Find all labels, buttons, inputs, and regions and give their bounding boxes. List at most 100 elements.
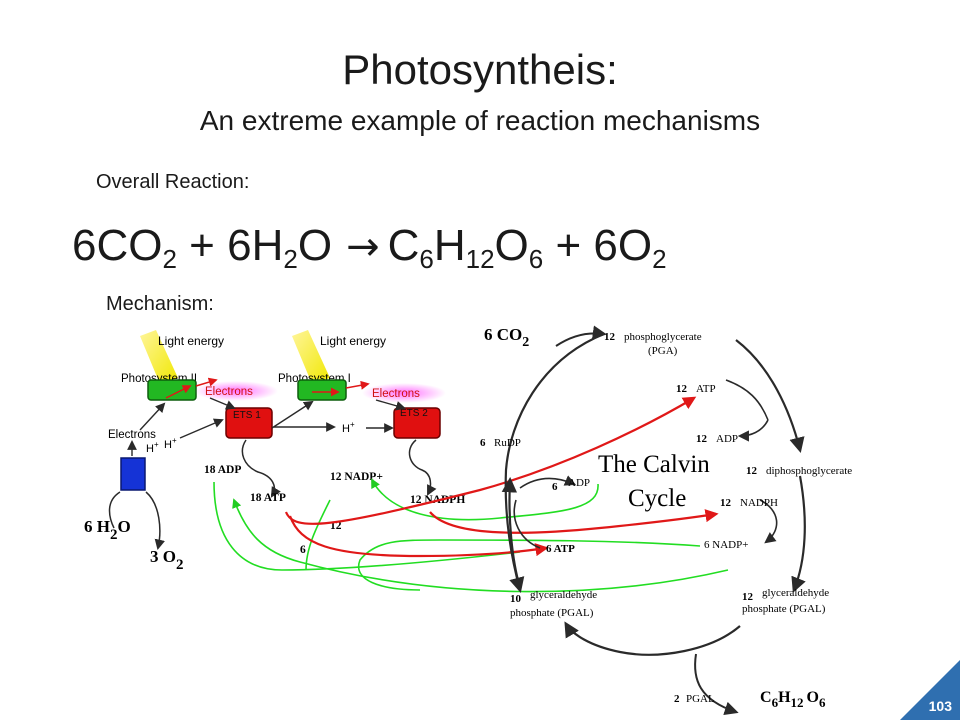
red-arrow-atp-to-rudp xyxy=(288,515,549,558)
co2-label: 6 CO2 xyxy=(484,325,529,350)
water-label: 6 H2O xyxy=(84,517,131,543)
photosystem-1-box xyxy=(297,379,347,401)
red-arrow-nadph-to-cycle xyxy=(429,509,719,534)
ets-1-box xyxy=(225,407,273,439)
page-number-badge xyxy=(900,660,960,720)
electrons-to-ets1-arrow xyxy=(209,397,236,410)
oxygen-label: 3 O2 xyxy=(150,547,183,573)
nadph-12-label: NADPH xyxy=(740,497,778,509)
plus-sign: + xyxy=(543,221,594,270)
pga-label: phosphoglycerate xyxy=(624,331,702,343)
pgal-2-label: PGAL xyxy=(686,693,715,705)
light-beam-1-icon xyxy=(140,330,178,384)
light-beam-2-icon xyxy=(292,330,330,384)
water-splitting-box xyxy=(120,457,146,491)
electron-arrow-1 xyxy=(195,377,218,387)
adp-to-atp-arrow xyxy=(241,439,281,498)
adp-12-number: 12 xyxy=(696,433,708,445)
number-6-label: 6 xyxy=(300,544,306,556)
atp-18-label: 18 ATP xyxy=(250,492,286,504)
green-arrow-adp6-return xyxy=(371,478,599,521)
green-arrow-short xyxy=(305,499,331,571)
electrons-label-2: Electrons xyxy=(372,388,420,400)
adp-6-number: 6 xyxy=(552,481,558,493)
atp-6-label: 6 ATP xyxy=(546,543,575,555)
product-glucose: C6H12O6 xyxy=(387,221,544,274)
plus-sign: + xyxy=(176,221,228,270)
number-12-label: 12 xyxy=(330,520,342,532)
pga-number: 12 xyxy=(604,331,616,343)
pgal-10-number: 10 xyxy=(510,593,522,605)
oxygen-output-curve xyxy=(145,491,165,551)
electron-arrow-2 xyxy=(345,380,370,390)
electrons-glow-2 xyxy=(362,383,446,403)
co2-to-pga-arrow xyxy=(555,325,607,347)
rudp-label: RuDP xyxy=(494,437,521,449)
pgal-10-line1: glyceraldehyde xyxy=(530,589,597,601)
ps2-inner-arrow xyxy=(165,385,192,399)
slide-title: Photosyntheis: xyxy=(342,46,618,93)
atp-12-label: ATP xyxy=(696,383,716,395)
atp-to-adp-curve xyxy=(725,379,769,421)
nadph-12-number: 12 xyxy=(720,497,732,509)
atp-to-adp6-curve xyxy=(519,475,577,489)
ets-2-label: ETS 2 xyxy=(400,408,428,419)
h-plus-label-2: H+ xyxy=(164,436,177,451)
pgal2-output-arrow xyxy=(694,653,739,716)
calvin-cycle-title-line2: Cycle xyxy=(628,485,686,512)
rudp-number: 6 xyxy=(480,437,486,449)
electrons-label-1: Electrons xyxy=(205,386,253,398)
light-energy-label-2: Light energy xyxy=(320,334,386,348)
reactant-h2o: 6H2O xyxy=(227,221,333,274)
light-energy-label-1: Light energy xyxy=(158,334,224,348)
atp-12-number: 12 xyxy=(676,383,688,395)
adp-18-label: 18 ADP xyxy=(204,464,241,476)
page-number: 103 xyxy=(928,698,952,714)
green-arrow-adp-return xyxy=(232,498,729,593)
adp-12-label: ADP xyxy=(716,433,738,445)
mechanism-label: Mechanism: xyxy=(106,293,214,315)
pga-abbr: (PGA) xyxy=(648,345,678,357)
electrons-to-ets2-arrow xyxy=(375,399,406,411)
overall-equation: 6CO2 + 6H2O →C6H12O6 + 6O2 xyxy=(72,218,667,275)
nadp-to-nadph-arrow xyxy=(408,439,437,496)
electrons-to-ps2-arrow xyxy=(139,402,166,431)
pgal-12-line1: glyceraldehyde xyxy=(762,587,829,599)
ets1-to-ps1-arrow xyxy=(271,400,314,429)
ets-2-box xyxy=(393,407,441,439)
reactant-co2: 6CO2 xyxy=(72,221,177,274)
pgal-to-pgal10-arc xyxy=(564,621,741,656)
dpga-to-pgal-arc xyxy=(791,475,806,593)
electrons-label-left: Electrons xyxy=(108,429,156,441)
calvin-cycle-title-line1: The Calvin xyxy=(598,451,710,478)
atp6-curve xyxy=(513,499,541,549)
adp-6-label: ADP xyxy=(568,477,590,489)
pgal10-to-rudp-arc xyxy=(501,476,522,589)
photosystem-2-box xyxy=(147,379,197,401)
water-input-curve xyxy=(108,491,121,529)
pgal-12-number: 12 xyxy=(742,591,754,603)
reaction-arrow-icon: → xyxy=(346,224,380,270)
h-to-ets1-arrow xyxy=(179,418,224,439)
product-o2: 6O2 xyxy=(593,221,667,274)
atp-to-adp-curve-end xyxy=(737,419,769,442)
ets-1-label: ETS 1 xyxy=(233,410,261,421)
dpga-label: diphosphoglycerate xyxy=(766,465,852,477)
pga-to-dpga-arc xyxy=(735,339,805,453)
nadp-6-label: 6 NADP+ xyxy=(704,539,748,551)
dpga-number: 12 xyxy=(746,465,758,477)
h-plus-label-right: H+ xyxy=(342,420,355,435)
red-arrow-atp-to-cycle xyxy=(284,396,697,525)
overall-reaction-label: Overall Reaction: xyxy=(96,171,250,193)
pgal-12-line2: phosphate (PGAL) xyxy=(742,603,826,615)
green-arrow-outer xyxy=(213,481,521,571)
h-plus-label-1: H+ xyxy=(146,440,159,455)
pgal-2-number: 2 xyxy=(674,693,680,705)
nadph-to-nadp-curve xyxy=(759,499,778,544)
green-arrow-nadp-return xyxy=(357,539,701,591)
slide-subtitle: An extreme example of reaction mechanism… xyxy=(199,105,761,136)
nadp-12-label: 12 NADP+ xyxy=(330,471,383,483)
pgal-10-line2: phosphate (PGAL) xyxy=(510,607,594,619)
